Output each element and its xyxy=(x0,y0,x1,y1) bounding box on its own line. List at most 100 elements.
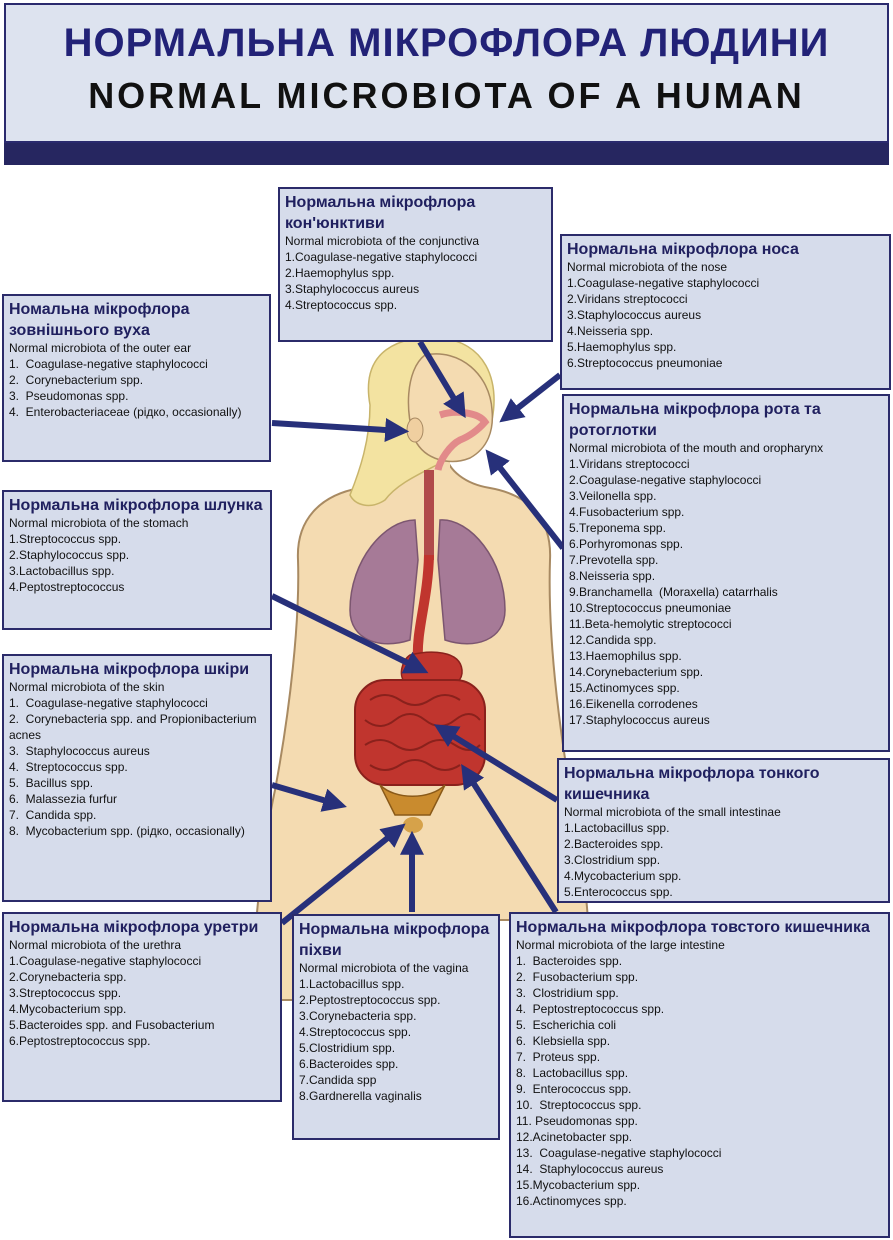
list-item: 6.Peptostreptococcus spp. xyxy=(9,1034,151,1048)
list-item: 7. Candida spp. xyxy=(9,808,97,822)
box-large-intestine: Нормальна мікрофлора товстого кишечника … xyxy=(509,912,890,1238)
list-item: 9.Branchamella (Moraxella) catarrhalis xyxy=(569,585,778,599)
list-item: 2.Coagulase-negative staphylococci xyxy=(569,473,762,487)
list-item: 11.Beta-hemolytic streptococci xyxy=(569,617,732,631)
list-item: 14. Staphylococcus aureus xyxy=(516,1162,664,1176)
arrow-ear xyxy=(271,417,410,442)
list-item: 12.Acinetobacter spp. xyxy=(516,1130,633,1144)
list-item: 3.Lactobacillus spp. xyxy=(9,564,115,578)
box-list: 1. Bacteroides spp. 2. Fusobacterium spp.… xyxy=(516,953,883,1209)
box-vagina: Нормальна мікрофлора піхви Normal microb… xyxy=(292,914,500,1140)
list-item: 5.Bacteroides spp. and Fusobacterium xyxy=(9,1018,215,1032)
list-item: 8.Gardnerella vaginalis xyxy=(299,1089,422,1103)
list-item: 6. Malassezia furfur xyxy=(9,792,118,806)
box-conjunctiva: Нормальна мікрофлора кон'юнктиви Normal … xyxy=(278,187,553,342)
list-item: 15.Mycobacterium spp. xyxy=(516,1178,641,1192)
list-item: 1.Lactobacillus spp. xyxy=(564,821,670,835)
intestines xyxy=(354,679,486,786)
list-item: 13.Haemophilus spp. xyxy=(569,649,682,663)
list-item: 6. Klebsiella spp. xyxy=(516,1034,611,1048)
list-item: 7.Candida spp xyxy=(299,1073,377,1087)
list-item: 1.Coagulase-negative staphylococci xyxy=(9,954,202,968)
list-item: 2.Peptostreptococcus spp. xyxy=(299,993,441,1007)
box-stomach: Нормальна мікрофлора шлунка Normal micro… xyxy=(2,490,272,630)
list-item: 7. Proteus spp. xyxy=(516,1050,601,1064)
list-item: 5.Clostridium spp. xyxy=(299,1041,396,1055)
arrow-conjunctiva xyxy=(417,340,466,419)
arrow-stomach xyxy=(270,593,429,674)
list-item: 16.Actinomyces spp. xyxy=(516,1194,627,1208)
box-title: Нормальна мікрофлора уретри xyxy=(9,919,259,936)
list-item: 9. Enterococcus spp. xyxy=(516,1082,632,1096)
list-item: 1.Coagulase-negative staphylococci xyxy=(567,276,760,290)
list-item: 4.Streptococcus spp. xyxy=(299,1025,412,1039)
list-item: 1.Coagulase-negative staphylococci xyxy=(285,250,478,264)
list-item: 1.Viridans streptococci xyxy=(569,457,690,471)
box-subtitle: Normal microbiota of the nose xyxy=(567,260,728,274)
box-subtitle: Normal microbiota of the conjunctiva xyxy=(285,234,480,248)
list-item: 17.Staphylococcus aureus xyxy=(569,713,710,727)
list-item: 6.Streptococcus pneumoniae xyxy=(567,356,723,370)
list-item: 8. Mycobacterium spp. (рідко, occasional… xyxy=(9,824,245,838)
list-item: 3.Veilonella spp. xyxy=(569,489,657,503)
box-title: Нормальна мікрофлора шкіри xyxy=(9,661,250,678)
list-item: 5. Bacillus spp. xyxy=(9,776,94,790)
list-item: 4. Peptostreptococcus spp. xyxy=(516,1002,665,1016)
list-item: 8. Lactobacillus spp. xyxy=(516,1066,629,1080)
list-item: 12.Candida spp. xyxy=(569,633,657,647)
list-item: 4.Peptostreptococcus xyxy=(9,580,125,594)
list-item: 7.Prevotella spp. xyxy=(569,553,659,567)
list-item: 5.Enterococcus spp. xyxy=(564,885,673,899)
header-panel: НОРМАЛЬНА МІКРОФЛОРА ЛЮДИНИ NORMAL MICRO… xyxy=(4,3,889,143)
box-list: 1.Lactobacillus spp.2.Bacteroides spp.3.… xyxy=(564,820,883,900)
box-subtitle: Normal microbiota of the skin xyxy=(9,680,165,694)
box-subtitle: Normal microbiota of the outer ear xyxy=(9,341,192,355)
list-item: 3. Clostridium spp. xyxy=(516,986,619,1000)
box-subtitle: Normal microbiota of the stomach xyxy=(9,516,189,530)
box-title: Нормальна мікрофлора кон'юнктиви xyxy=(285,194,476,232)
list-item: 14.Corynebacterium spp. xyxy=(569,665,704,679)
arrow-urethra xyxy=(280,823,406,926)
list-item: 2. Fusobacterium spp. xyxy=(516,970,639,984)
box-list: 1. Coagulase-negative staphylococci 2. Co… xyxy=(9,695,265,839)
list-item: 2. Corynebacteria spp. and Propionibacte… xyxy=(9,712,260,742)
page-title-en: NORMAL MICROBIOTA OF A HUMAN xyxy=(88,75,805,116)
box-subtitle: Normal microbiota of the large intestine xyxy=(516,938,725,952)
box-list: 1.Coagulase-negative staphylococci 2.Cory… xyxy=(9,953,275,1049)
list-item: 1.Lactobacillus spp. xyxy=(299,977,405,991)
list-item: 1. Bacteroides spp. xyxy=(516,954,623,968)
list-item: 1. Coagulase-negative staphylococci xyxy=(9,357,208,371)
box-outer-ear: Номальна мікрофлора зовнішнього вуха Nor… xyxy=(2,294,271,462)
list-item: 1. Coagulase-negative staphylococci xyxy=(9,696,208,710)
box-title: Нормальна мікрофлора піхви xyxy=(299,921,490,959)
list-item: 4.Neisseria spp. xyxy=(567,324,654,338)
list-item: 4.Mycobacterium spp. xyxy=(9,1002,127,1016)
box-title: Нормальна мікрофлора товстого кишечника xyxy=(516,919,870,936)
urethra-organ xyxy=(403,817,423,833)
box-title: Нормальна мікрофлора рота та ротоглотки xyxy=(569,401,821,439)
esophagus xyxy=(412,554,434,661)
list-item: 3.Streptococcus spp. xyxy=(9,986,122,1000)
list-item: 3. Staphylococcus aureus xyxy=(9,744,150,758)
list-item: 2.Corynebacteria spp. xyxy=(9,970,127,984)
list-item: 3.Corynebacteria spp. xyxy=(299,1009,417,1023)
arrow-large-intestine xyxy=(461,763,559,914)
list-item: 5.Haemophylus spp. xyxy=(567,340,677,354)
list-item: 10. Streptococcus spp. xyxy=(516,1098,642,1112)
list-item: 4.Fusobacterium spp. xyxy=(569,505,685,519)
list-item: 3.Staphylococcus aureus xyxy=(285,282,420,296)
list-item: 8.Neisseria spp. xyxy=(569,569,656,583)
ear xyxy=(406,417,424,443)
list-item: 3.Staphylococcus aureus xyxy=(567,308,702,322)
box-small-intestine: Нормальна мікрофлора тонкого кишечника N… xyxy=(557,758,890,903)
list-item: 3. Pseudomonas spp. xyxy=(9,389,129,403)
header-bar xyxy=(4,143,889,165)
list-item: 4.Mycobacterium spp. xyxy=(564,869,682,883)
box-mouth: Нормальна мікрофлора рота та ротоглотки … xyxy=(562,394,890,752)
list-item: 4. Streptococcus spp. xyxy=(9,760,128,774)
box-title: Нормальна мікрофлора тонкого кишечника xyxy=(564,765,820,803)
right-lung xyxy=(437,519,506,645)
list-item: 2.Bacteroides spp. xyxy=(564,837,664,851)
